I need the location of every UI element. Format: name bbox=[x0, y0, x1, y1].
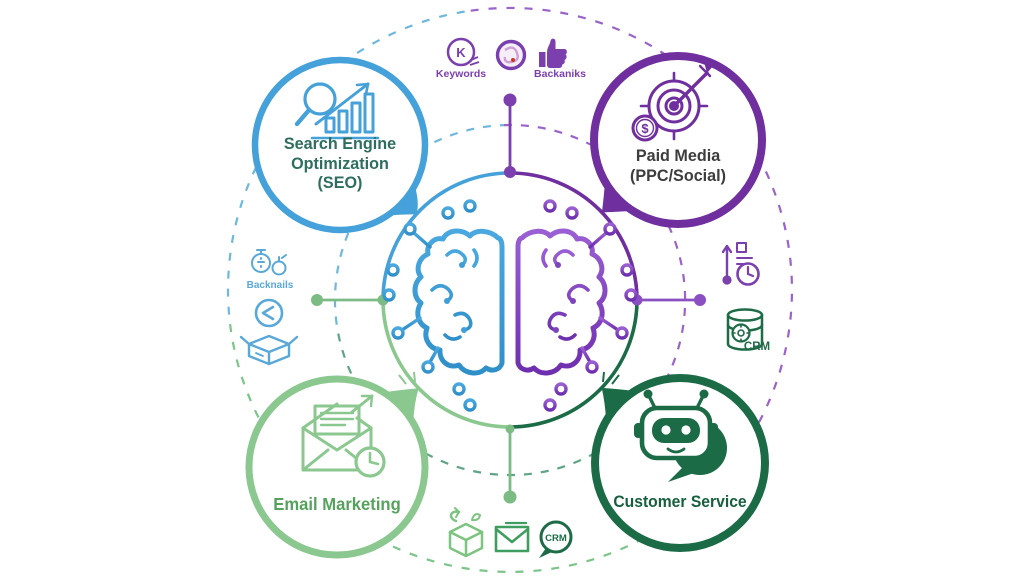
email-envelope-icon bbox=[301, 394, 386, 478]
email-marketing-label-line1: Email Marketing bbox=[273, 494, 401, 514]
thumbs-up-backlinks-icon bbox=[539, 38, 567, 68]
backlinks-stopwatch-icon bbox=[251, 249, 287, 276]
dollar-sign: $ bbox=[641, 121, 649, 136]
open-box-icon bbox=[239, 334, 299, 366]
email-marketing-label: Email Marketing bbox=[254, 494, 419, 514]
package-box-icon bbox=[448, 507, 484, 558]
crm-database-icon bbox=[726, 308, 764, 351]
hub-connector-right bbox=[631, 294, 706, 306]
chevron-left-circle-icon bbox=[254, 298, 284, 328]
crm-bottom-label: CRM bbox=[545, 533, 567, 544]
customer-service-chatbot-icon bbox=[634, 389, 727, 482]
crm-right-label: CRM bbox=[744, 341, 770, 353]
keywords-label: Keywords bbox=[436, 68, 486, 80]
teardrop-spikes bbox=[398, 371, 620, 385]
seo-circle bbox=[251, 56, 429, 234]
keywords-letter: K bbox=[456, 45, 466, 60]
brain-left-half bbox=[382, 199, 505, 412]
ai-brain-icon bbox=[382, 199, 638, 412]
paid-media-circle bbox=[590, 52, 766, 228]
paid-media-label-line1: Paid Media bbox=[635, 146, 721, 165]
seo-label-line3: (SEO) bbox=[317, 173, 363, 193]
bottom-envelope-icon bbox=[494, 521, 530, 553]
brain-right-half bbox=[515, 199, 638, 412]
seo-magnifier-chart-icon bbox=[294, 82, 380, 140]
paid-media-label: Paid Media (PPC/Social) bbox=[595, 146, 760, 185]
paid-media-label-line2: (PPC/Social) bbox=[629, 165, 727, 185]
seo-label-line1: Search Engine bbox=[283, 134, 397, 153]
hub-connector-top bbox=[503, 93, 517, 178]
backlinks-left-label: Backnails bbox=[247, 280, 294, 291]
hub-connector-left bbox=[311, 294, 389, 306]
paid-media-target-icon bbox=[631, 62, 714, 142]
seo-label-line2: Optimization bbox=[291, 153, 389, 173]
hub-connector-bottom bbox=[503, 424, 517, 504]
backlinks-top-label: Backaniks bbox=[534, 68, 586, 80]
crm-speech-bubble-icon bbox=[539, 520, 573, 558]
customer-service-label-line1: Customer Service bbox=[613, 493, 747, 511]
ai-swirl-icon bbox=[495, 39, 527, 71]
automation-timeline-icon bbox=[721, 242, 760, 286]
customer-service-label: Customer Service bbox=[597, 493, 762, 512]
email-marketing-circle bbox=[245, 375, 429, 559]
hub-ring bbox=[381, 171, 639, 429]
keywords-icon bbox=[446, 37, 480, 67]
seo-label: Search Engine Optimization (SEO) bbox=[257, 134, 422, 193]
